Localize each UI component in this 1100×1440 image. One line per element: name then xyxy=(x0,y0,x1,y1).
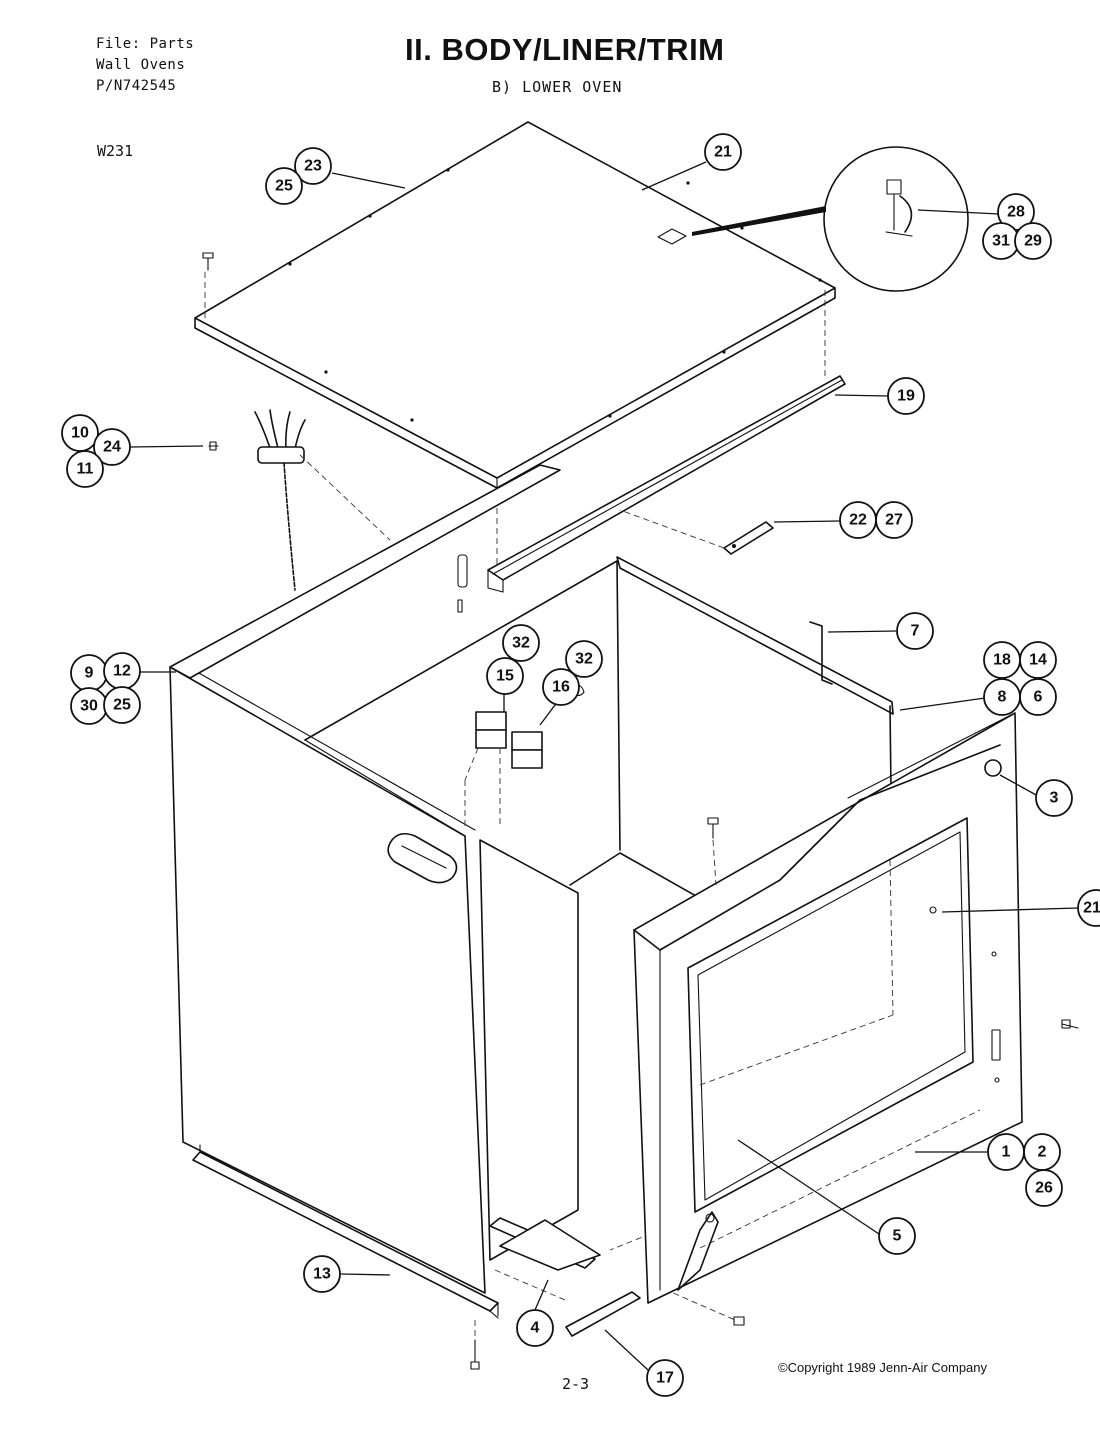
callout-label: 4 xyxy=(531,1320,540,1337)
callout-2: 2 xyxy=(1023,1133,1061,1171)
callout-label: 19 xyxy=(897,388,915,405)
screw-icon xyxy=(208,441,219,451)
callout-label: 21 xyxy=(1083,900,1100,917)
wiring-conduit xyxy=(208,409,391,591)
callout-11: 11 xyxy=(66,450,104,488)
callout-27: 27 xyxy=(875,501,913,539)
callout-6: 6 xyxy=(1019,678,1057,716)
callout-label: 32 xyxy=(575,651,593,668)
callout-26: 26 xyxy=(1025,1169,1063,1207)
callout-label: 18 xyxy=(993,652,1011,669)
rear-rail xyxy=(487,375,846,593)
part-number-label: P/N742545 xyxy=(96,78,177,94)
page-title: II. BODY/LINER/TRIM xyxy=(405,32,725,67)
screw-icon xyxy=(1061,1019,1079,1029)
callout-14: 14 xyxy=(1019,641,1057,679)
callout-17: 17 xyxy=(646,1359,684,1397)
callout-9: 9 xyxy=(70,654,108,692)
callout-21-right: 21 xyxy=(1077,889,1100,927)
callout-23: 23 xyxy=(294,147,332,185)
callout-label: 8 xyxy=(998,689,1007,706)
callout-31: 31 xyxy=(982,222,1020,260)
detail-magnifier xyxy=(692,146,969,292)
callout-label: 21 xyxy=(714,144,732,161)
callout-label: 24 xyxy=(103,439,121,456)
file-label: File: Parts xyxy=(96,36,195,52)
callout-label: 23 xyxy=(304,158,322,175)
callout-16: 16 xyxy=(542,668,580,706)
callout-label: 10 xyxy=(71,425,89,442)
oven-body xyxy=(169,464,896,1294)
callout-15: 15 xyxy=(486,657,524,695)
callout-label: 2 xyxy=(1038,1144,1047,1161)
callout-label: 28 xyxy=(1007,204,1025,221)
callout-30: 30 xyxy=(70,687,108,725)
callout-label: 7 xyxy=(911,623,920,640)
callout-24: 24 xyxy=(93,428,131,466)
callout-label: 5 xyxy=(893,1228,902,1245)
callout-label: 11 xyxy=(77,461,94,478)
callout-5: 5 xyxy=(878,1217,916,1255)
callout-label: 1 xyxy=(1002,1144,1011,1161)
callout-label: 27 xyxy=(885,512,903,529)
callout-label: 25 xyxy=(113,697,131,714)
callout-label: 16 xyxy=(552,679,570,696)
callout-29: 29 xyxy=(1014,222,1052,260)
callout-label: 17 xyxy=(656,1370,674,1387)
callout-7: 7 xyxy=(896,612,934,650)
callout-label: 22 xyxy=(849,512,867,529)
callout-label: 6 xyxy=(1034,689,1043,706)
leader-lines xyxy=(129,161,1079,1371)
callout-label: 30 xyxy=(80,698,98,715)
callout-22: 22 xyxy=(839,501,877,539)
screw-icon xyxy=(733,1316,745,1326)
callout-10: 10 xyxy=(61,414,99,452)
page-subtitle: B) LOWER OVEN xyxy=(492,78,623,96)
callout-label: 26 xyxy=(1035,1180,1053,1197)
callout-label: 3 xyxy=(1050,790,1059,807)
callout-13: 13 xyxy=(303,1255,341,1293)
copyright-notice: ©Copyright 1989 Jenn-Air Company xyxy=(778,1360,988,1375)
callout-18: 18 xyxy=(983,641,1021,679)
callout-label: 29 xyxy=(1024,233,1042,250)
callout-label: 14 xyxy=(1029,652,1047,669)
callout-4: 4 xyxy=(516,1309,554,1347)
callout-label: 31 xyxy=(992,233,1010,250)
screw-icon xyxy=(202,252,214,271)
callout-3: 3 xyxy=(1035,779,1073,817)
callout-25: 25 xyxy=(265,167,303,205)
product-label: Wall Ovens xyxy=(96,57,186,73)
terminal-blocks xyxy=(464,711,543,826)
callout-label: 12 xyxy=(113,663,131,680)
callout-19: 19 xyxy=(887,377,925,415)
callout-label: 32 xyxy=(512,635,530,652)
callout-25-lower: 25 xyxy=(103,686,141,724)
front-frame xyxy=(633,712,1079,1304)
callout-21: 21 xyxy=(704,133,742,171)
page-number: 2-3 xyxy=(562,1375,590,1393)
callout-1: 1 xyxy=(987,1133,1025,1171)
model-label: W231 xyxy=(97,142,134,160)
callout-8: 8 xyxy=(983,678,1021,716)
callout-label: 15 xyxy=(496,668,514,685)
callout-label: 9 xyxy=(85,665,94,682)
callout-32: 32 xyxy=(502,624,540,662)
callout-label: 13 xyxy=(313,1266,331,1283)
bracket xyxy=(619,509,774,555)
screw-icon xyxy=(707,817,719,839)
callout-12: 12 xyxy=(103,652,141,690)
callout-32-second: 32 xyxy=(565,640,603,678)
callout-28: 28 xyxy=(997,193,1035,231)
callout-label: 25 xyxy=(275,178,293,195)
screw-icon xyxy=(470,1339,480,1370)
